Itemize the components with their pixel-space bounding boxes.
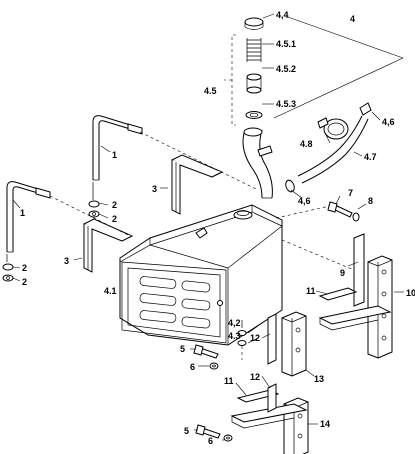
callout-11-upper: 11	[306, 286, 316, 296]
callout-10: 10	[406, 288, 415, 298]
leader-lines	[12, 13, 404, 441]
callout-2-lower-b: 2	[22, 277, 27, 287]
callout-2-upper-b: 2	[112, 214, 117, 224]
hose-clamp-lower	[285, 179, 295, 193]
filler-cap	[244, 17, 264, 30]
bolt-7	[327, 201, 360, 222]
vent-hose	[297, 115, 369, 184]
bracket-3-lower	[82, 218, 134, 273]
callout-4-1: 4.1	[104, 286, 117, 296]
filler-gasket	[245, 111, 263, 119]
strap-right	[92, 115, 143, 181]
axis-line-bolt	[275, 205, 331, 219]
support-bracket-13	[281, 311, 307, 377]
callout-4-5-3: 4.5.3	[276, 99, 296, 109]
callout-4-5-1: 4.5.1	[276, 39, 296, 49]
hose-clamp-upper	[359, 102, 372, 116]
filler-neck	[242, 127, 273, 199]
callout-3-lower: 3	[64, 256, 69, 266]
group-4-5-bracket	[224, 34, 236, 126]
axis-line-lower	[49, 195, 131, 237]
support-bracket-10	[318, 255, 393, 359]
nut-6-lower	[223, 434, 233, 442]
bolt-5-lower	[195, 424, 221, 439]
callout-3-upper: 3	[152, 184, 157, 194]
callout-5-middle: 5	[180, 344, 185, 354]
callout-5-lower: 5	[184, 426, 189, 436]
callout-4-5-2: 4.5.2	[276, 64, 296, 74]
callout-4-8: 4.8	[300, 139, 313, 149]
drain-plug	[237, 320, 247, 346]
callout-8: 8	[368, 196, 373, 206]
callout-4-6-lower: 4,6	[298, 196, 311, 206]
strainer-ring	[246, 73, 262, 94]
nut-6-middle	[209, 362, 219, 370]
bracket-3-upper	[170, 154, 224, 215]
support-bracket-14	[230, 397, 309, 454]
callout-2-upper-a: 2	[112, 200, 117, 210]
bolt-5-middle	[193, 344, 219, 359]
callout-2-lower-a: 2	[22, 263, 27, 273]
rubber-pad-11-upper	[318, 287, 358, 301]
strainer-spring	[246, 38, 262, 62]
callout-1-lower: 1	[20, 208, 25, 218]
callout-6-middle: 6	[190, 362, 195, 372]
fuel-tank	[119, 204, 283, 346]
callout-7: 7	[348, 188, 353, 198]
callout-4-5: 4.5	[204, 86, 217, 96]
rubber-pad-12-upper	[267, 313, 277, 365]
callout-9: 9	[340, 268, 345, 278]
nut-washer-set-lower	[2, 254, 14, 282]
callout-4-7: 4.7	[364, 152, 377, 162]
vent-valve-loop	[317, 117, 349, 140]
callout-1-upper: 1	[112, 150, 117, 160]
callout-4-2: 4,2	[228, 318, 241, 328]
callout-4-6-upper: 4,6	[382, 117, 395, 127]
axis-line-upper	[139, 131, 259, 191]
callout-4: 4	[350, 14, 355, 24]
callout-12-lower: 12	[250, 372, 260, 382]
callout-labels: 4,4 4 4.5.1 4.5.2 4.5 4.5.3 4,6 4.8 4.7 …	[20, 10, 415, 446]
callout-4-4: 4,4	[276, 10, 289, 20]
callout-11-lower: 11	[224, 376, 234, 386]
strap-left	[6, 181, 51, 253]
axis-line-pad	[281, 239, 355, 271]
rubber-pad-12-lower	[267, 383, 277, 413]
callout-6-lower: 6	[208, 436, 213, 446]
callout-12-upper: 12	[250, 333, 260, 343]
callout-4-3: 4.3	[228, 331, 241, 341]
nut-washer-set-upper	[88, 182, 100, 218]
rubber-pad-9	[353, 233, 365, 307]
callout-13: 13	[314, 374, 324, 384]
callout-14: 14	[320, 419, 330, 429]
